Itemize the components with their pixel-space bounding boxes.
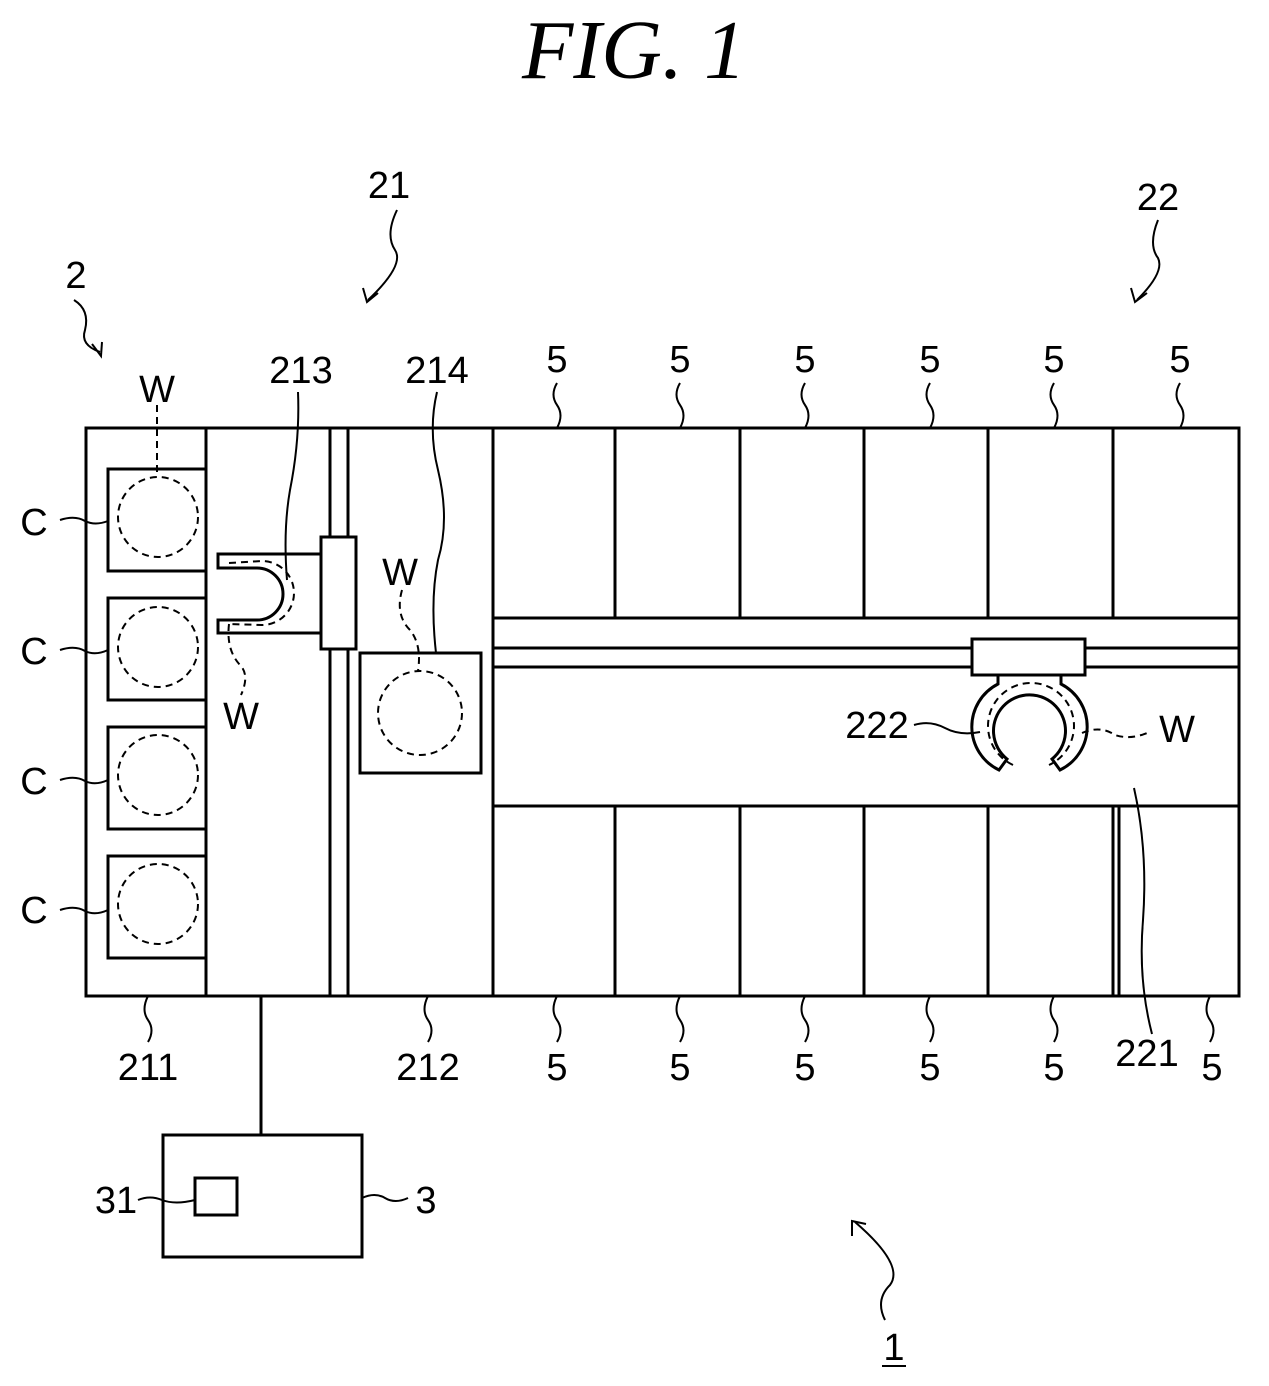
transfer-device-213-arm [218, 554, 321, 633]
wafer-circle [118, 864, 198, 944]
label-211: 211 [118, 1047, 179, 1089]
label-5-upper-6: 5 [1169, 339, 1190, 381]
upper-unit-dividers [615, 428, 1113, 618]
label-5-lower-3: 5 [794, 1047, 815, 1089]
label-5-upper-5: 5 [1043, 339, 1064, 381]
label-2: 2 [65, 255, 86, 297]
label-5-upper-3: 5 [794, 339, 815, 381]
leader-lines [60, 210, 1214, 1320]
label-5-lower-6: 5 [1201, 1047, 1222, 1089]
label-5-lower-2: 5 [669, 1047, 690, 1089]
carrier-4 [108, 856, 206, 958]
label-221: 221 [1115, 1033, 1178, 1075]
figure-title: FIG. 1 [521, 4, 746, 97]
label-C-2: C [20, 631, 47, 673]
label-C-1: C [20, 502, 47, 544]
label-31: 31 [95, 1180, 137, 1222]
wafer-circle [118, 607, 198, 687]
transfer-device-222-carriage [972, 639, 1085, 675]
main-housing [86, 428, 1239, 996]
carrier-3 [108, 727, 206, 829]
label-22: 22 [1137, 177, 1179, 219]
label-212: 212 [396, 1047, 459, 1089]
label-W-delivery: W [382, 552, 418, 594]
wafer-circle [118, 477, 198, 557]
transfer-device-213-carriage [321, 537, 356, 649]
label-5-upper-4: 5 [919, 339, 940, 381]
label-21: 21 [368, 165, 410, 207]
label-214: 214 [405, 350, 468, 392]
lower-unit-dividers [615, 806, 1119, 996]
label-1: 1 [883, 1327, 904, 1369]
label-222: 222 [845, 705, 908, 747]
label-3: 3 [415, 1180, 436, 1222]
control-device-3 [163, 1135, 362, 1257]
transfer-device-213 [218, 537, 356, 649]
label-C-4: C [20, 890, 47, 932]
delivery-unit-214 [360, 653, 481, 773]
label-C-3: C [20, 761, 47, 803]
wafer-circle [378, 671, 462, 755]
storage-31 [195, 1178, 237, 1215]
carrier-2 [108, 598, 206, 700]
label-213: 213 [269, 350, 332, 392]
label-5-upper-1: 5 [546, 339, 567, 381]
label-W-arm-222: W [1159, 709, 1195, 751]
carrier-1 [108, 469, 206, 571]
label-W-carrier: W [139, 369, 175, 411]
transfer-device-222 [972, 639, 1087, 770]
label-W-arm-213: W [223, 696, 259, 738]
wafer-circle [118, 735, 198, 815]
label-5-lower-4: 5 [919, 1047, 940, 1089]
label-5-lower-5: 5 [1043, 1047, 1064, 1089]
label-5-lower-1: 5 [546, 1047, 567, 1089]
label-5-upper-2: 5 [669, 339, 690, 381]
